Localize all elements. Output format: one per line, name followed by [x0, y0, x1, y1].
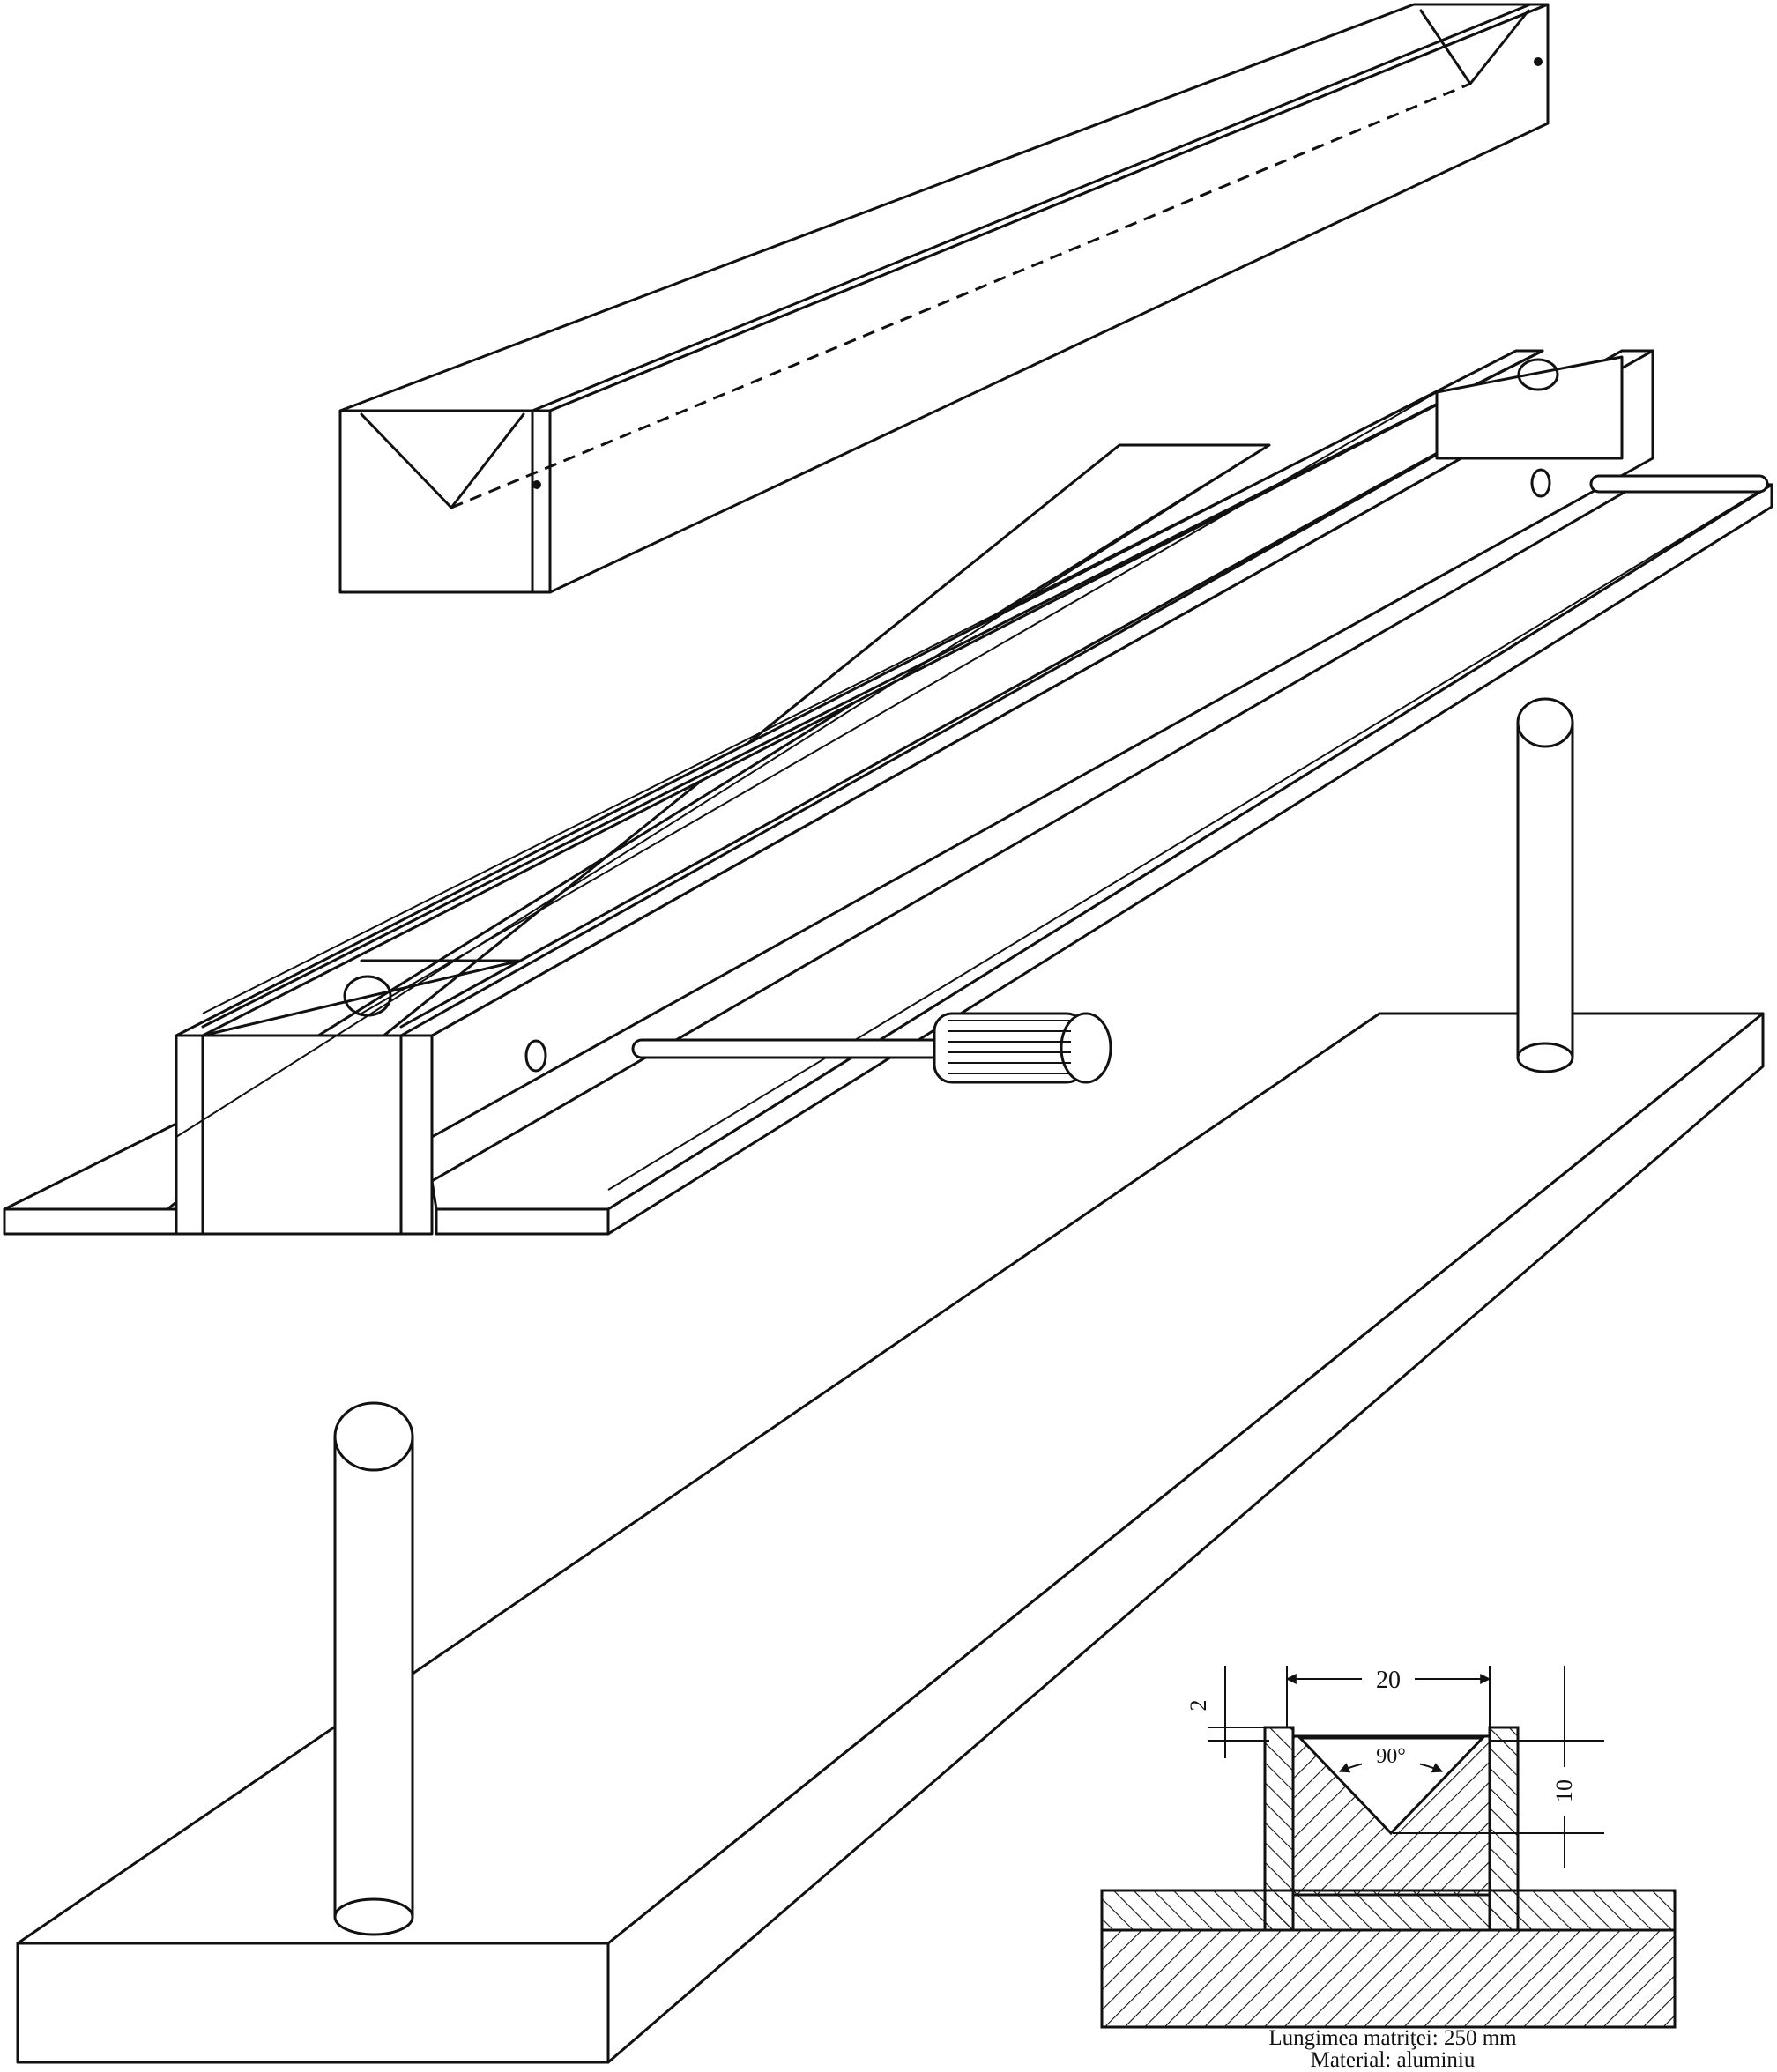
side-hole-near-icon	[524, 1039, 547, 1073]
cross-section-detail: 20 2 10 90°	[1100, 1666, 1677, 2029]
pin-hole-front-icon	[532, 480, 541, 489]
drawing-caption: Lungimea matriţei: 250 mm Material: alum…	[1146, 2027, 1639, 2071]
top-hole-far-icon	[1517, 358, 1559, 391]
top-hole-near-icon	[343, 975, 392, 1017]
guide-pin-far	[1516, 697, 1574, 1073]
dim-depth-label: 10	[1551, 1779, 1577, 1802]
ejector-pin	[631, 1012, 1112, 1084]
u-channel-mold	[3, 349, 1773, 1236]
caption-material: Material: aluminiu	[1310, 2048, 1476, 2072]
dim-wall-label: 2	[1186, 1700, 1211, 1712]
side-hole-far-icon	[1530, 468, 1551, 498]
pin-hole-rear-icon	[1534, 57, 1543, 66]
dim-width-label: 20	[1376, 1667, 1401, 1694]
dim-angle-label: 90°	[1376, 1745, 1406, 1768]
base-plate	[16, 697, 1765, 2064]
v-punch-bar	[338, 3, 1550, 594]
ejector-pin-far	[1589, 474, 1769, 494]
caption-length: Lungimea matriţei: 250 mm	[1268, 2026, 1517, 2050]
guide-pin-near	[333, 1401, 414, 1936]
